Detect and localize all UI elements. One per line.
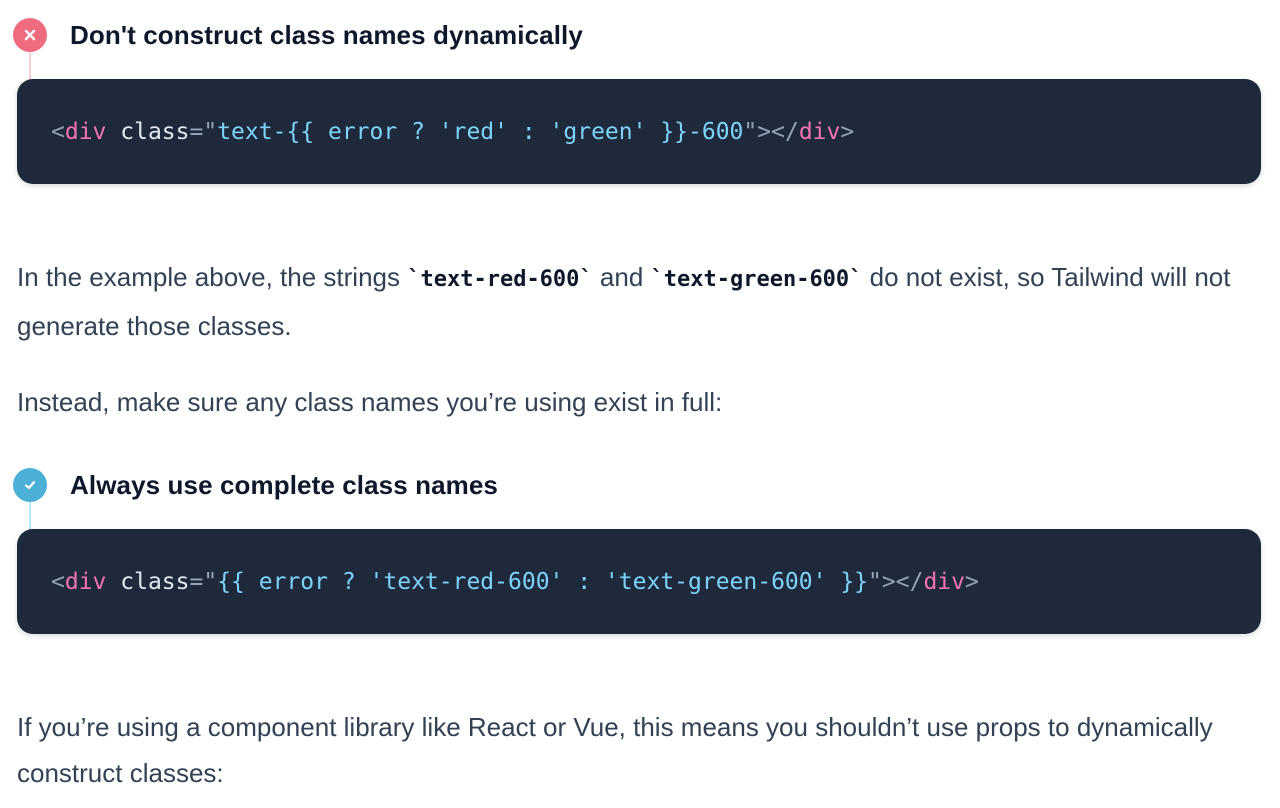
code-punct: >: [964, 568, 979, 595]
code-tag: div: [798, 118, 841, 145]
code-string: text-{{ error ? 'red' : 'green' }}-600: [217, 118, 744, 145]
good-example-code-block[interactable]: <div class="{{ error ? 'text-red-600' : …: [17, 529, 1261, 634]
code-tag: div: [923, 568, 965, 595]
good-example-title: Always use complete class names: [70, 469, 498, 500]
bad-example-code-block[interactable]: <div class="text-{{ error ? 'red' : 'gre…: [17, 79, 1261, 184]
component-library-paragraph: If you’re using a component library like…: [17, 712, 1213, 788]
code-punct: </: [895, 568, 924, 595]
code-punct: <: [51, 118, 65, 145]
x-icon: [13, 18, 47, 52]
paragraph-text: do not exist, so Tailwind will not gener…: [17, 262, 1231, 341]
check-icon: [13, 468, 47, 502]
paragraph-text: and: [592, 262, 651, 292]
code-string: {{ error ? 'text-red-600' : 'text-green-…: [217, 568, 869, 595]
bad-example-header: Don't construct class names dynamically: [13, 18, 583, 52]
instead-paragraph: Instead, make sure any class names you’r…: [17, 387, 723, 417]
code-punct: =": [189, 118, 218, 145]
code-punct: =": [189, 568, 218, 595]
good-example-header: Always use complete class names: [13, 468, 498, 502]
bad-example-title: Don't construct class names dynamically: [70, 19, 583, 50]
inline-code-green: `text-green-600`: [650, 267, 863, 292]
explanation-paragraph: In the example above, the strings `text-…: [17, 254, 1263, 349]
inline-code-red: `text-red-600`: [407, 267, 593, 292]
code-attr: class: [106, 118, 190, 145]
code-punct: <: [51, 568, 65, 595]
code-punct: >: [840, 118, 855, 145]
code-tag: div: [64, 118, 107, 145]
code-attr: class: [106, 568, 190, 595]
code-punct: ">: [743, 118, 772, 145]
code-punct: </: [771, 118, 799, 145]
code-punct: ">: [868, 568, 896, 595]
paragraph-text: In the example above, the strings: [17, 262, 408, 292]
code-tag: div: [64, 568, 107, 595]
